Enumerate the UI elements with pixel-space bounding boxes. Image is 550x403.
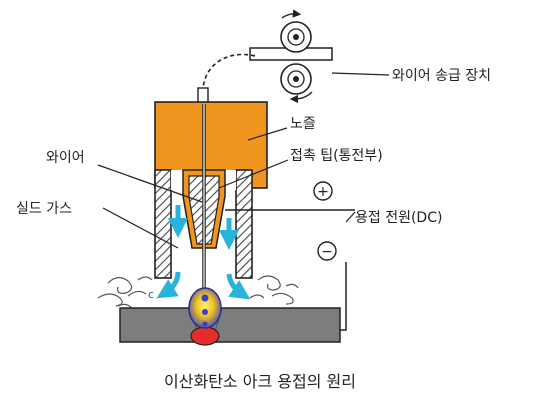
leader-nozzle: [247, 127, 288, 141]
nozzle-wall-right: [235, 169, 253, 279]
wire-feed-path: [202, 53, 256, 89]
rotation-arrow-icon: [281, 9, 302, 19]
leader-shield-gas: [102, 207, 179, 249]
weld-pool: [190, 326, 220, 346]
arc: [188, 287, 222, 329]
feed-roller-lower: [280, 63, 312, 95]
gas-swirl-mark: c: [148, 288, 154, 301]
diagram-caption: 이산화탄소 아크 용접의 원리: [164, 372, 356, 391]
label-power-source: 용접 전원(DC): [355, 210, 442, 226]
droplet: [202, 309, 208, 315]
positive-terminal: +: [313, 181, 333, 201]
label-shield-gas: 실드 가스: [16, 201, 72, 217]
nozzle: [154, 101, 268, 279]
power-cables: [225, 209, 355, 331]
cable-negative: [340, 262, 347, 331]
label-contact-tip: 접촉 팁(통전부): [290, 148, 383, 164]
shield-gas-flow: [156, 205, 251, 300]
droplet: [202, 321, 208, 327]
label-nozzle: 노즐: [290, 116, 316, 132]
leader-wire: [97, 164, 203, 203]
gas-swirls: [97, 275, 299, 309]
svg-text:−: −: [321, 244, 333, 260]
droplet: [201, 294, 209, 302]
gas-arrow-icon: [226, 273, 251, 300]
leader-contact-tip: [218, 159, 289, 189]
wire-feeder: [249, 9, 333, 104]
negative-terminal: −: [317, 241, 337, 261]
base-metal: [119, 307, 341, 343]
svg-text:+: +: [317, 184, 329, 200]
label-wire-feeder: 와이어 송급 장치: [392, 68, 491, 84]
feed-roller-upper: [280, 21, 312, 53]
leader-wire-feeder: [331, 72, 390, 76]
rotation-arrow-icon: [289, 91, 313, 104]
leader-power-source: [345, 211, 356, 223]
label-wire: 와이어: [46, 150, 85, 166]
gas-arrow-icon: [156, 271, 181, 299]
